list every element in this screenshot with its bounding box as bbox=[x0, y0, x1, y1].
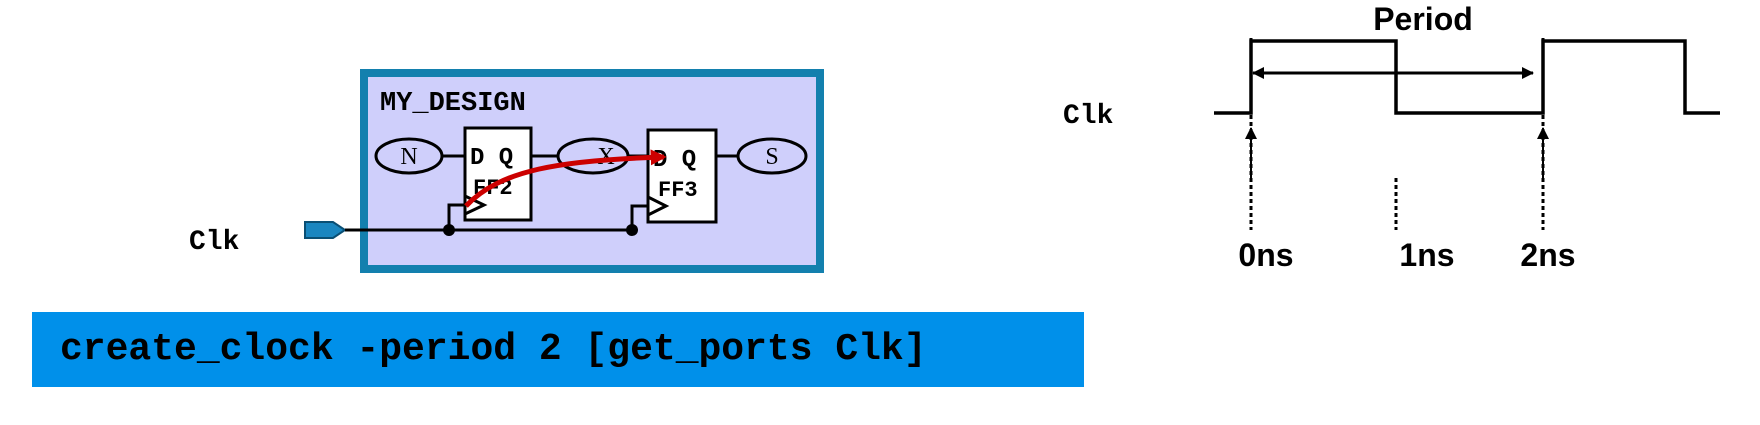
net-x-label: X bbox=[597, 144, 614, 170]
output-port-s: S bbox=[736, 137, 808, 175]
time-label: 2ns bbox=[1520, 237, 1575, 273]
input-port-n: N bbox=[374, 137, 444, 175]
clock-waveform bbox=[1214, 39, 1720, 115]
time-label: 1ns bbox=[1399, 237, 1454, 273]
clock-junction bbox=[443, 224, 455, 236]
period-label: Period bbox=[1373, 1, 1473, 37]
input-port-label: N bbox=[400, 144, 417, 170]
waveform-signal-label: Clk bbox=[1063, 101, 1114, 132]
ff2-pins: D Q bbox=[470, 145, 513, 172]
output-port-label: S bbox=[765, 144, 778, 170]
command-bar: create_clock -period 2 [get_ports Clk] bbox=[32, 312, 1084, 387]
ff3-name: FF3 bbox=[658, 178, 698, 203]
clock-junction bbox=[626, 224, 638, 236]
ff3-clock-pin bbox=[647, 195, 670, 217]
ff3-pins: D Q bbox=[653, 147, 696, 174]
clock-port-icon bbox=[304, 221, 347, 239]
design-title: MY_DESIGN bbox=[380, 89, 526, 119]
command-text: create_clock -period 2 [get_ports Clk] bbox=[60, 328, 927, 371]
time-label: 0ns bbox=[1238, 237, 1293, 273]
flip-flop-ff3: D Q FF3 bbox=[646, 128, 718, 224]
clock-port-label: Clk bbox=[189, 227, 240, 258]
net-x: X bbox=[556, 137, 630, 175]
clock-network bbox=[304, 203, 648, 239]
timing-path-arrow bbox=[464, 149, 667, 208]
